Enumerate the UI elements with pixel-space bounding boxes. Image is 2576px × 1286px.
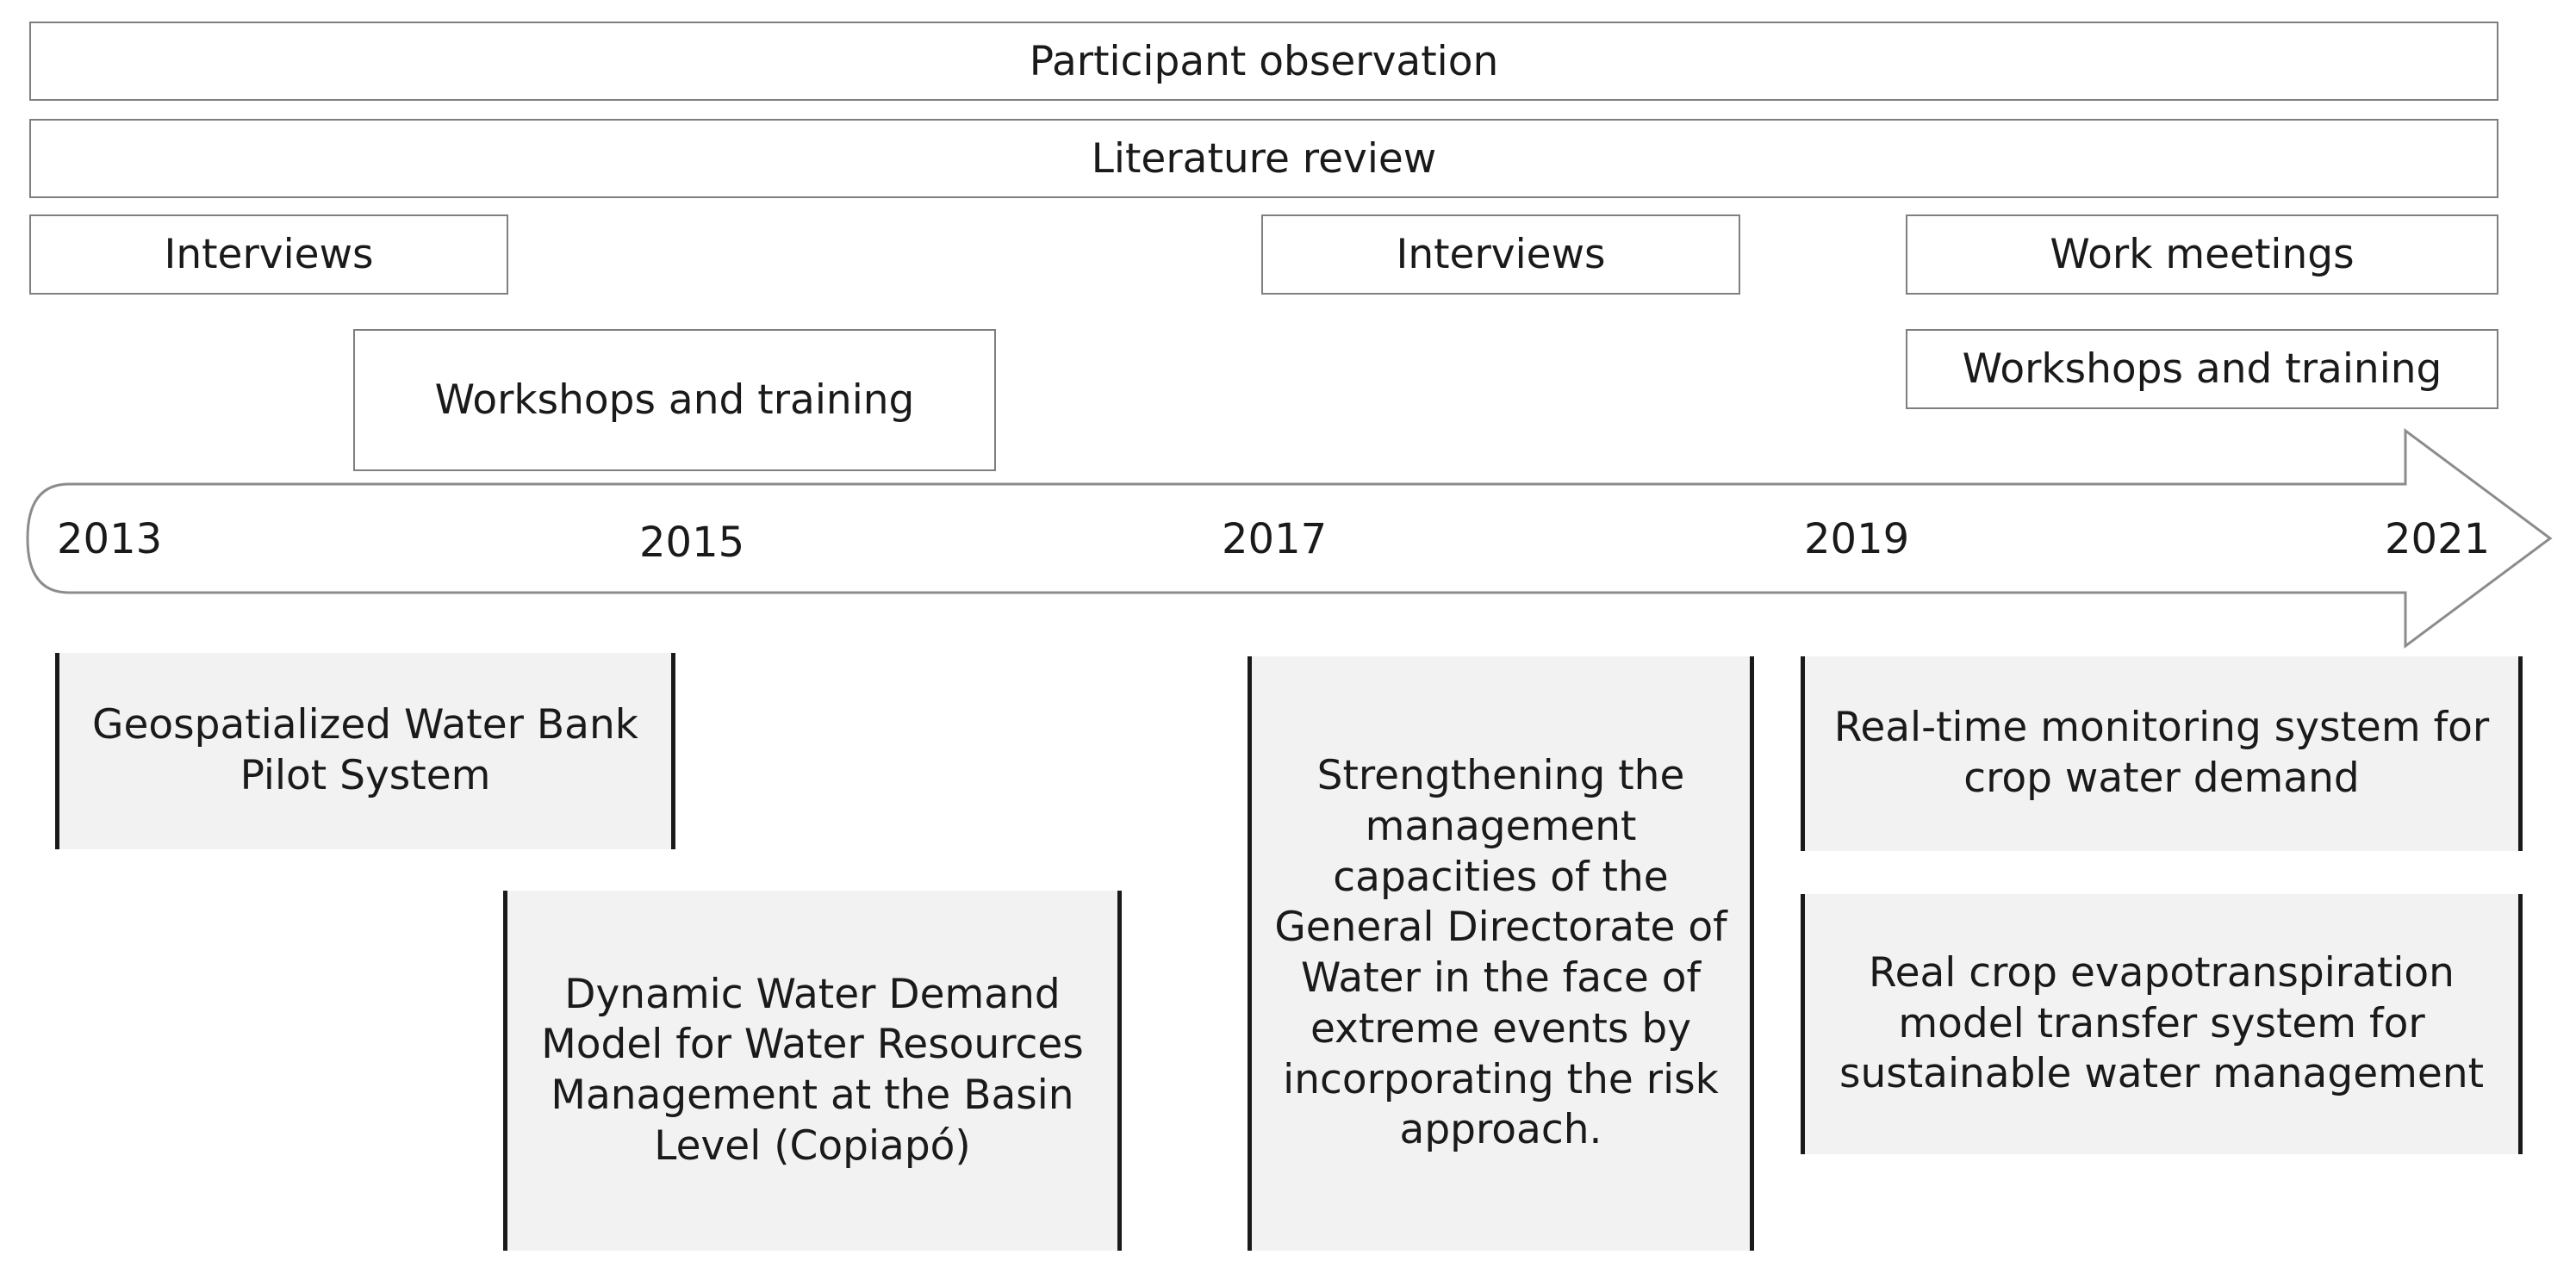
workshops-bar-late: Workshops and training bbox=[1906, 329, 2498, 409]
interviews-bar-late: Interviews bbox=[1261, 214, 1740, 295]
interviews-label-early: Interviews bbox=[164, 231, 374, 278]
project-evapotranspiration-model-text: Real crop evapotranspiration model trans… bbox=[1839, 948, 2485, 1098]
interviews-bar-early: Interviews bbox=[29, 214, 508, 295]
project-real-time-monitoring: Real-time monitoring system for crop wat… bbox=[1801, 656, 2523, 851]
workshops-label-late: Workshops and training bbox=[1962, 345, 2442, 393]
participant-observation-bar: Participant observation bbox=[29, 22, 2498, 101]
timeline-arrow bbox=[26, 428, 2553, 649]
project-dynamic-water-demand-model-text: Dynamic Water Demand Model for Water Res… bbox=[541, 970, 1084, 1170]
year-2013: 2013 bbox=[57, 515, 163, 563]
project-dynamic-water-demand-model: Dynamic Water Demand Model for Water Res… bbox=[503, 891, 1122, 1251]
literature-review-label: Literature review bbox=[1091, 134, 1437, 183]
work-meetings-label: Work meetings bbox=[2050, 231, 2355, 278]
participant-observation-label: Participant observation bbox=[1029, 37, 1499, 85]
year-2021: 2021 bbox=[2385, 515, 2491, 563]
project-strengthening-capacities-text: Strengthening the management capacities … bbox=[1274, 752, 1727, 1154]
year-2019: 2019 bbox=[1804, 515, 1910, 563]
interviews-label-late: Interviews bbox=[1396, 231, 1606, 278]
project-real-time-monitoring-text: Real-time monitoring system for crop wat… bbox=[1833, 704, 2490, 802]
work-meetings-bar: Work meetings bbox=[1906, 214, 2498, 295]
project-geospatialized-water-bank-text: Geospatialized Water Bank Pilot System bbox=[92, 701, 638, 799]
year-2017: 2017 bbox=[1222, 515, 1328, 563]
year-2015: 2015 bbox=[639, 519, 745, 567]
literature-review-bar: Literature review bbox=[29, 119, 2498, 198]
project-strengthening-capacities: Strengthening the management capacities … bbox=[1248, 656, 1754, 1251]
project-evapotranspiration-model: Real crop evapotranspiration model trans… bbox=[1801, 894, 2523, 1154]
workshops-label-early: Workshops and training bbox=[434, 376, 915, 424]
workshops-bar-early: Workshops and training bbox=[353, 329, 996, 471]
project-geospatialized-water-bank: Geospatialized Water Bank Pilot System bbox=[55, 653, 675, 849]
